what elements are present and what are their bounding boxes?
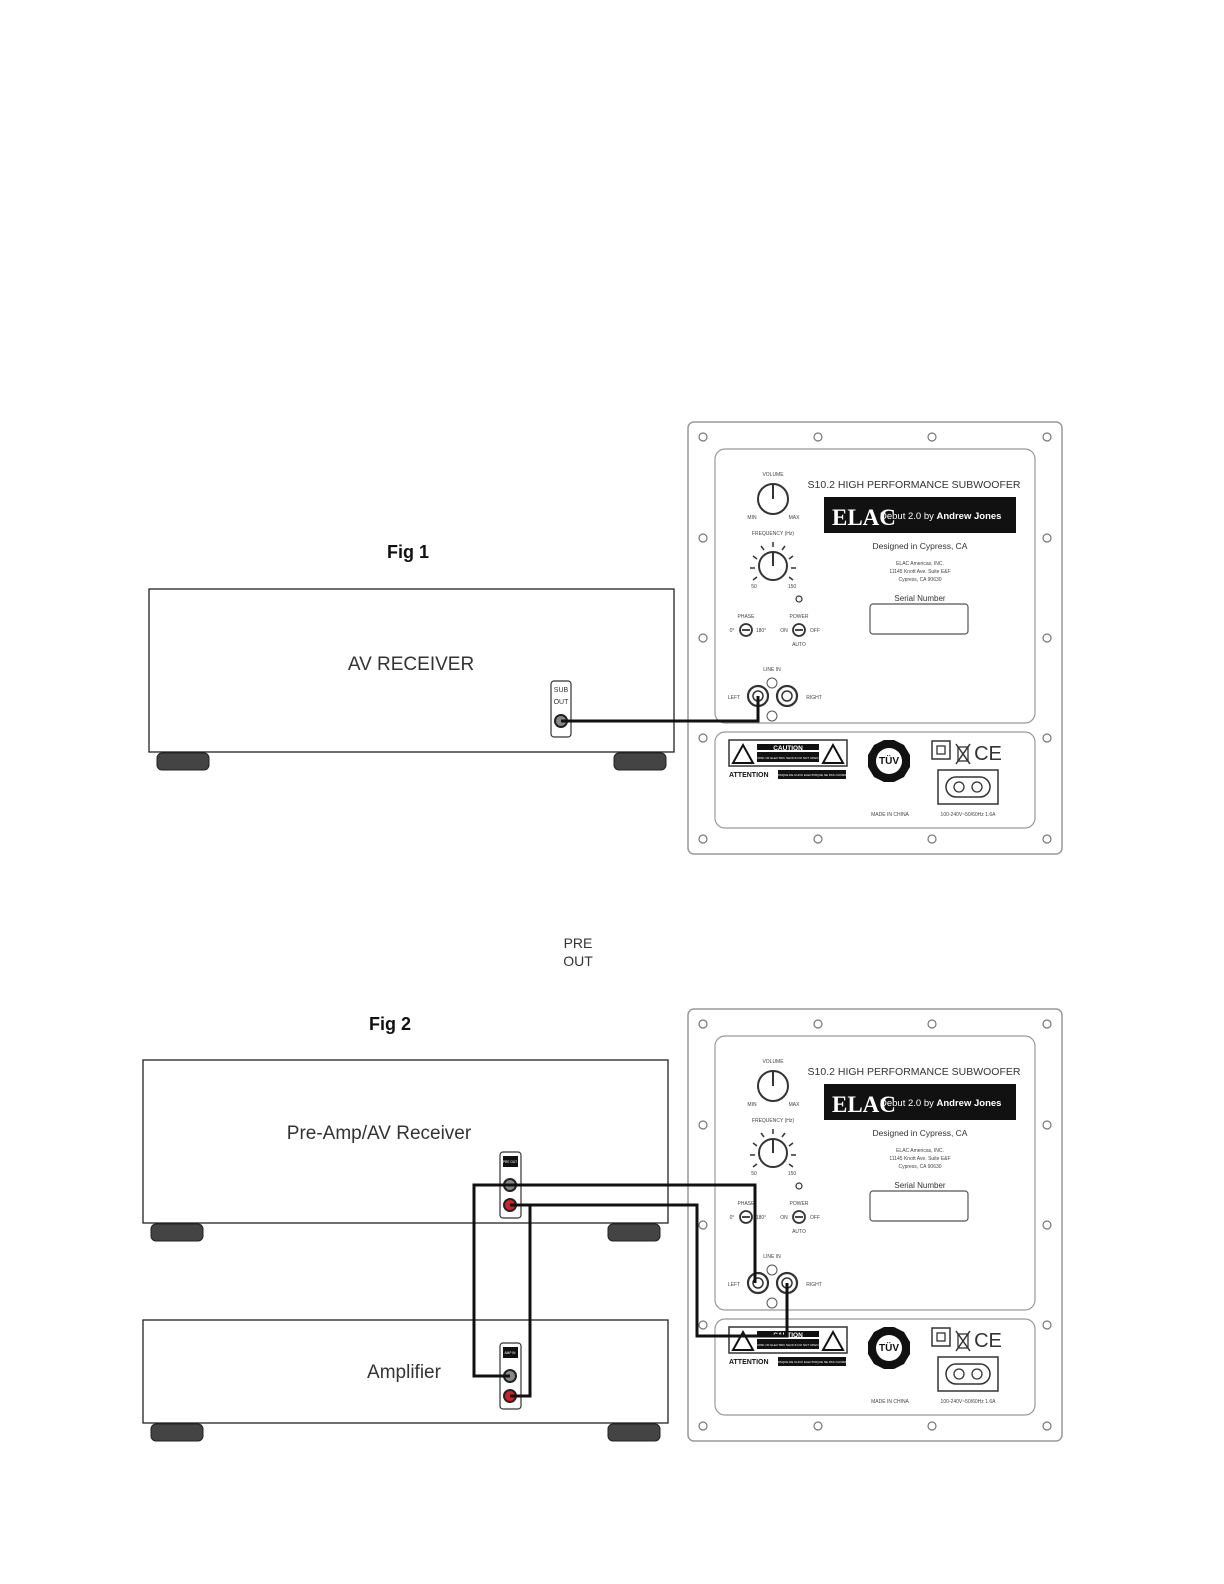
phase-label: PHASE: [738, 614, 756, 620]
designed-in-label: Designed in Cypress, CA: [873, 1128, 968, 1138]
off-label: OFF: [810, 1215, 820, 1221]
attention-label: ATTENTION: [729, 772, 769, 779]
sub-out-label-top: SUB: [554, 687, 569, 694]
right-label: RIGHT: [806, 695, 822, 701]
power-label: POWER: [790, 614, 809, 620]
preamp-to-sub-left-cable: [510, 1183, 757, 1283]
phase-label: PHASE: [738, 1201, 756, 1207]
frequency-label: FREQUENCY (Hz): [752, 1118, 794, 1124]
phase-180-label: 180°: [756, 1215, 766, 1221]
fig1-title: Fig 1: [387, 542, 429, 562]
pre-out-label-bottom: OUT: [563, 953, 593, 969]
preamp-to-amp-left-cable: [472, 1183, 510, 1378]
address-line-1: ELAC Americas, INC.: [896, 1148, 944, 1154]
designed-in-label: Designed in Cypress, CA: [873, 541, 968, 551]
made-in-label: MADE IN CHINA: [871, 812, 909, 818]
av-receiver: AV RECEIVER SUB OUT: [148, 588, 675, 771]
line-in-label: LINE IN: [763, 1254, 781, 1260]
phase-0-label: 0°: [730, 1215, 735, 1221]
attention-sub-label: RISQUE DE CHOC ELECTRIQUE NE PAS OUVRIR: [777, 1360, 848, 1364]
series-prefix: Debut 2.0 by: [880, 1098, 937, 1109]
off-label: OFF: [810, 628, 820, 634]
line-in-label: LINE IN: [763, 667, 781, 673]
max-label: MAX: [789, 515, 801, 521]
preamp-label: Pre-Amp/AV Receiver: [287, 1123, 472, 1144]
right-label: RIGHT: [806, 1282, 822, 1288]
sub-cable-fig1: [561, 696, 760, 723]
caution-sub-label: RISK OF ELECTRIC SHOCK DO NOT OPEN: [758, 1343, 819, 1347]
left-label: LEFT: [728, 695, 740, 701]
model-label: S10.2 HIGH PERFORMANCE SUBWOOFER: [808, 479, 1021, 491]
brand-logo: ELAC: [832, 505, 896, 530]
min-label: MIN: [747, 515, 757, 521]
made-in-label: MADE IN CHINA: [871, 1399, 909, 1405]
sub-out-label-bottom: OUT: [554, 699, 570, 706]
caution-label: CAUTION: [773, 745, 803, 752]
attention-label: ATTENTION: [729, 1359, 769, 1366]
address-line-3: Cypress, CA 90630: [898, 577, 941, 583]
address-line-1: ELAC Americas, INC.: [896, 561, 944, 567]
tuv-badge: TÜV: [879, 754, 899, 767]
figure-1: Fig 1 AV RECEIVER SUB OUT VOLUME MIN MAX…: [148, 420, 1064, 856]
address-line-3: Cypress, CA 90630: [898, 1164, 941, 1170]
max-label: MAX: [789, 1102, 801, 1108]
power-label: POWER: [790, 1201, 809, 1207]
receiver-label: AV RECEIVER: [348, 654, 474, 675]
min-label: MIN: [747, 1102, 757, 1108]
amplifier: Amplifier AMP IN: [142, 1319, 669, 1442]
power-rating-label: 100-240V~50/60Hz 1.6A: [941, 812, 997, 818]
attention-sub-label: RISQUE DE CHOC ELECTRIQUE NE PAS OUVRIR: [777, 773, 848, 777]
svg-text:Debut 2.0 by Andrew Jones: Debut 2.0 by Andrew Jones: [880, 511, 1001, 522]
brand-logo: ELAC: [832, 1092, 896, 1117]
auto-label: AUTO: [792, 642, 806, 648]
address-line-2: 11145 Knott Ave. Suite E&F: [889, 569, 950, 575]
phase-180-label: 180°: [756, 628, 766, 634]
preamp-jack-label: PRE OUT: [503, 1160, 517, 1164]
fig2-title: Fig 2: [369, 1014, 411, 1034]
pre-out-label-top: PRE: [564, 935, 593, 951]
address-line-2: 11145 Knott Ave. Suite E&F: [889, 1156, 950, 1162]
auto-label: AUTO: [792, 1229, 806, 1235]
series-designer: Andrew Jones: [937, 511, 1002, 522]
ce-mark: CE: [974, 1330, 1002, 1352]
on-label: ON: [780, 1215, 788, 1221]
freq-high-label: 150: [788, 584, 797, 590]
freq-low-label: 50: [751, 1171, 757, 1177]
serial-number-label: Serial Number: [894, 1181, 945, 1190]
tuv-badge: TÜV: [879, 1341, 899, 1354]
model-label: S10.2 HIGH PERFORMANCE SUBWOOFER: [808, 1066, 1021, 1078]
subwoofer-panel-fig1: VOLUME MIN MAX FREQUENCY (Hz) 50 150 PHA…: [686, 420, 1064, 856]
freq-low-label: 50: [751, 584, 757, 590]
on-label: ON: [780, 628, 788, 634]
series-designer: Andrew Jones: [937, 1098, 1002, 1109]
phase-0-label: 0°: [730, 628, 735, 634]
frequency-label: FREQUENCY (Hz): [752, 531, 794, 537]
svg-text:Debut 2.0 by Andrew Jones: Debut 2.0 by Andrew Jones: [880, 1098, 1001, 1109]
amplifier-label: Amplifier: [367, 1362, 442, 1383]
preamp-to-sub-right-cable: [510, 1203, 789, 1338]
ce-mark: CE: [974, 743, 1002, 765]
serial-number-label: Serial Number: [894, 594, 945, 603]
subwoofer-panel-fig2: VOLUME MIN MAX FREQUENCY (Hz) 50 150 PHA…: [686, 1007, 1064, 1443]
amp-jack-label: AMP IN: [505, 1351, 517, 1355]
power-rating-label: 100-240V~50/60Hz 1.6A: [941, 1399, 997, 1405]
caution-sub-label: RISK OF ELECTRIC SHOCK DO NOT OPEN: [758, 756, 819, 760]
freq-high-label: 150: [788, 1171, 797, 1177]
left-label: LEFT: [728, 1282, 740, 1288]
volume-label: VOLUME: [762, 472, 784, 478]
volume-label: VOLUME: [762, 1059, 784, 1065]
preamp-receiver: Pre-Amp/AV Receiver PRE OUT: [142, 1059, 669, 1242]
figure-2: PRE OUT Fig 2 Pre-Amp/AV Receiver PRE OU…: [142, 935, 1064, 1443]
series-prefix: Debut 2.0 by: [880, 511, 937, 522]
